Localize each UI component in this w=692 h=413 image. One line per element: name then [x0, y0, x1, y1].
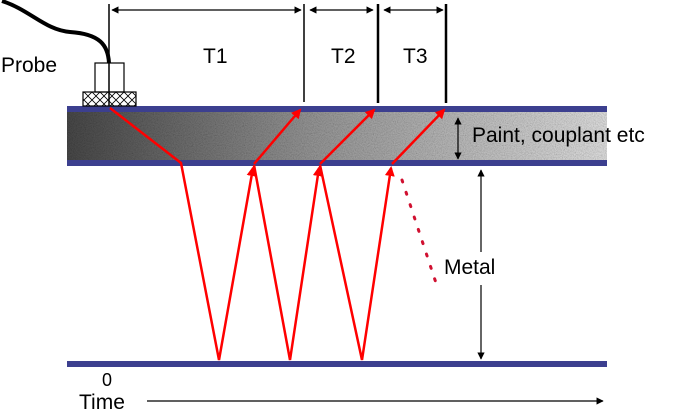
paint-label: Paint, couplant etc: [472, 124, 645, 147]
paint-top-boundary: [67, 106, 607, 112]
t3-label: T3: [403, 45, 428, 68]
metal-pointer-dotted: [400, 178, 439, 288]
probe-label: Probe: [1, 54, 58, 77]
timing-markers: [108, 4, 448, 106]
ultrasound-rays: [109, 107, 446, 361]
time-zero-label: 0: [102, 370, 113, 390]
probe-cable: [1, 0, 111, 64]
metal-label: Metal: [444, 256, 496, 279]
paint-metal-boundary: [67, 160, 607, 166]
paint-layer: [67, 111, 607, 162]
time-axis-label: Time: [79, 391, 125, 413]
metal-back-wall: [67, 361, 607, 367]
t2-label: T2: [331, 45, 356, 68]
t1-label: T1: [203, 45, 228, 68]
